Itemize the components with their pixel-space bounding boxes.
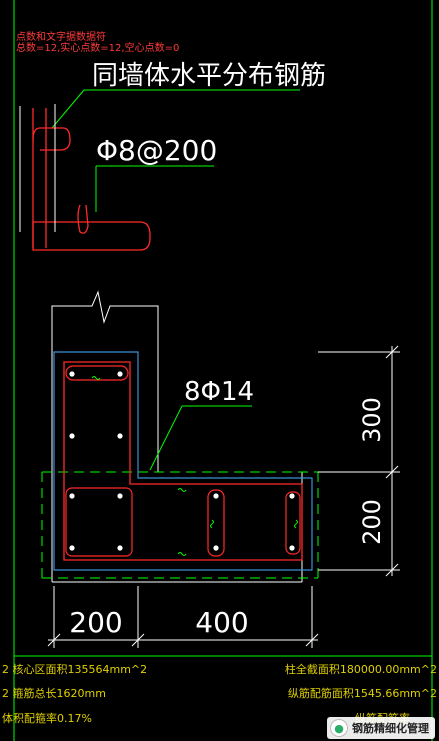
wall-rebar-detail: [32, 108, 151, 251]
dimension-bottom-right: 400: [195, 606, 248, 639]
rebar-point: [289, 493, 295, 499]
stats-left-core-area: 2 核心区面积135564mm^2: [2, 662, 147, 676]
longitudinal-spec: 8Φ14: [184, 377, 254, 407]
column-concrete-outline: [53, 351, 313, 571]
right-dimension-lines: [318, 345, 400, 577]
watermark-badge: ● 钢筋精细化管理: [327, 717, 435, 739]
stats-right: 柱全截面积180000.00mm^2 纵筋配筋面积1545.66mm^2 纵筋配…: [285, 662, 437, 725]
watermark-text: 钢筋精细化管理: [352, 722, 429, 735]
stats-right-section-area: 柱全截面积180000.00mm^2: [285, 662, 437, 676]
rebar-point: [213, 545, 219, 551]
column-section-dashed: [41, 471, 319, 579]
rebar-point: [69, 371, 75, 377]
rebar-point: [117, 371, 123, 377]
rebar-point: [117, 493, 123, 499]
rebar-point: [69, 545, 75, 551]
wall-rebar-title: 同墙体水平分布钢筋: [92, 61, 326, 91]
drawing-frame: [13, 0, 433, 741]
stats-left-stirrup-ratio: 体积配箍率0.17%: [2, 711, 92, 725]
stats-left-stirrup-length: 2 箍筋总长1620mm: [2, 686, 106, 700]
dimension-bottom-left: 200: [69, 606, 122, 639]
header-line-1: 点数和文字据数据符: [16, 30, 106, 43]
rebar-point: [117, 545, 123, 551]
wechat-icon: ●: [330, 719, 348, 737]
stats-right-rebar-area: 纵筋配筋面积1545.66mm^2: [288, 686, 437, 700]
longitudinal-leader: [149, 405, 252, 471]
rebar-point: [213, 493, 219, 499]
dimension-right-lower: 200: [358, 499, 386, 545]
dimension-right-upper: 300: [358, 397, 386, 443]
rebar-point: [69, 433, 75, 439]
wall-rebar-leader: [51, 89, 300, 129]
inner-stirrups: [65, 365, 301, 557]
rebar-point: [117, 433, 123, 439]
stirrup-spec: Φ8@200: [96, 134, 217, 167]
stirrup-leader: [95, 165, 214, 212]
cross-ties: [91, 376, 298, 556]
longitudinal-bars: [69, 371, 295, 551]
stats-left: 2 核心区面积135564mm^2 2 箍筋总长1620mm 体积配箍率0.17…: [2, 662, 147, 725]
bottom-dimension-lines: [47, 586, 319, 648]
rebar-point: [69, 493, 75, 499]
rebar-point: [289, 545, 295, 551]
wall-section-outline: [51, 290, 303, 583]
header-line-2: 总数=12,实心点数=12,空心点数=0: [16, 41, 179, 54]
wall-rebar-detail-lines: [19, 104, 56, 232]
outer-stirrup: [63, 361, 303, 561]
